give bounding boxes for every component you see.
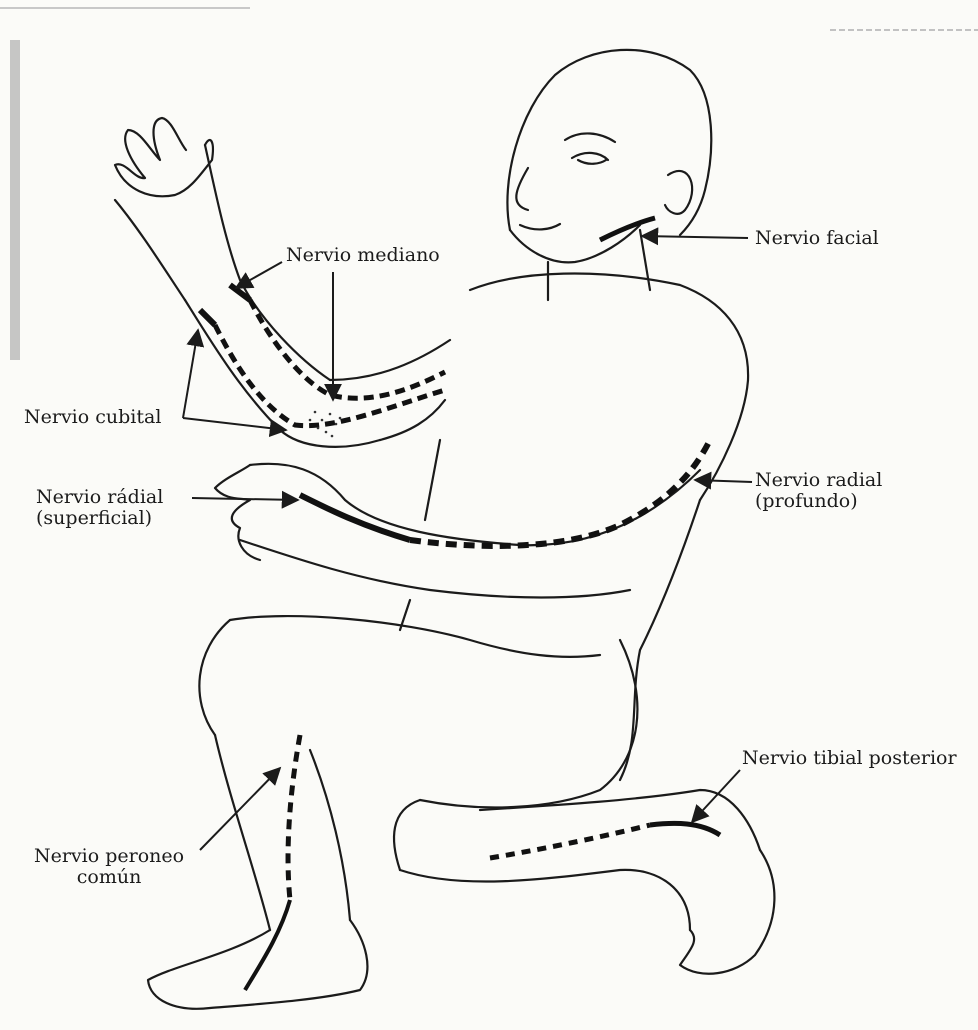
arrow-radial-prof (695, 480, 752, 482)
tibial-nerve-solid (650, 823, 720, 835)
neck (548, 230, 650, 300)
label-nervio-radial-superficial: Nervio rádial (superficial) (36, 487, 163, 529)
arrow-cubital-1 (183, 330, 198, 418)
label-nervio-tibial-posterior: Nervio tibial posterior (742, 748, 957, 769)
peroneal-nerve-solid (245, 900, 290, 990)
label-nervio-cubital: Nervio cubital (24, 407, 161, 428)
thigh-front (199, 620, 230, 735)
label-radial-prof-line2: (profundo) (755, 491, 882, 512)
arrow-radial-sup (192, 498, 298, 500)
peroneal-nerve-dashed (288, 735, 300, 900)
label-radial-sup-line1: Nervio rádial (36, 487, 163, 508)
tibial-nerve-dashed (490, 825, 650, 858)
label-nervio-facial: Nervio facial (755, 228, 879, 249)
nose (516, 168, 528, 210)
back-foot (680, 850, 774, 974)
ulnar-nerve-solid (200, 310, 215, 325)
eyebrow (565, 133, 615, 142)
back-line (620, 500, 700, 780)
label-nervio-radial-profundo: Nervio radial (profundo) (755, 470, 882, 512)
label-peroneo-line1: Nervio peroneo (34, 846, 184, 867)
head-outline (507, 50, 711, 235)
lower-forearm-bottom (240, 540, 630, 598)
median-nerve-dashed (250, 300, 445, 398)
lower-hand (215, 465, 260, 560)
thigh-top (230, 616, 600, 657)
mouth (520, 224, 560, 229)
radial-deep-dashed (410, 440, 710, 546)
label-nervio-peroneo-comun: Nervio peroneo común (34, 846, 184, 888)
ear (665, 171, 692, 214)
radial-superficial-solid (300, 495, 410, 540)
back-thigh (394, 800, 420, 870)
eye (572, 153, 608, 164)
page-edge-marks (0, 8, 978, 360)
label-radial-sup-line2: (superficial) (36, 508, 163, 529)
body-outline (115, 50, 774, 1009)
arrow-tibial (692, 770, 740, 822)
label-radial-prof-line1: Nervio radial (755, 470, 882, 491)
back-shin-top (480, 790, 760, 850)
front-foot (148, 920, 367, 1009)
shin-front (215, 735, 270, 930)
raised-upperarm (330, 340, 450, 440)
ulnar-nerve-dashed (215, 325, 445, 426)
shoulder-line (470, 274, 748, 500)
shin-back (310, 750, 350, 920)
arrow-facial (642, 236, 748, 238)
arrow-peroneo (200, 768, 280, 850)
label-nervio-mediano: Nervio mediano (286, 245, 440, 266)
arrow-mediano-1 (236, 262, 282, 288)
raised-hand (115, 118, 213, 300)
buttock (420, 640, 637, 807)
back-shin-bottom (400, 870, 690, 930)
label-peroneo-line2: común (34, 867, 184, 888)
